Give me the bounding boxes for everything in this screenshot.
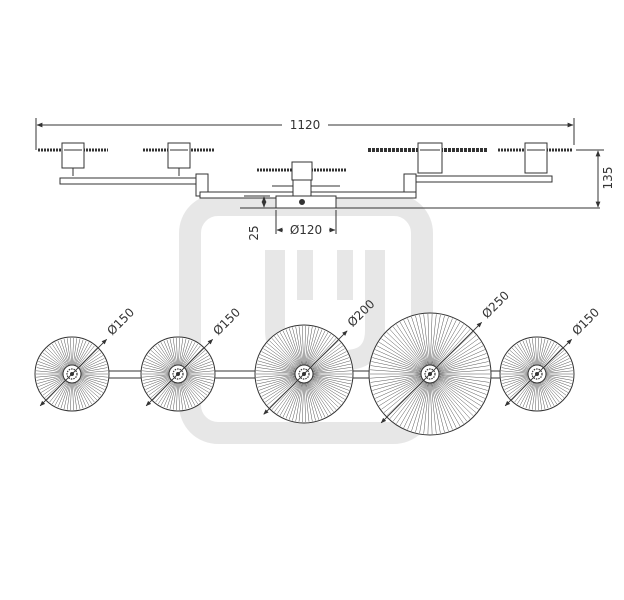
shade-diameter-label: Ø250 (479, 288, 512, 321)
side-shade-3 (257, 161, 347, 181)
shade-disc: Ø150 (499, 305, 602, 412)
shade-diameter-label: Ø150 (210, 305, 243, 338)
base-height-label: 25 (247, 225, 261, 240)
height-label: 135 (601, 167, 615, 190)
shade-diameter-label: Ø150 (569, 305, 602, 338)
side-shade-1 (38, 142, 108, 176)
diameter-leader-line (263, 330, 348, 415)
overall-width-label: 1120 (290, 118, 321, 132)
base-diameter-label: Ø120 (290, 223, 322, 237)
side-shade-2 (143, 142, 215, 176)
diameter-leader-line (504, 339, 572, 407)
side-shade-4 (368, 142, 488, 174)
side-view (35, 118, 604, 234)
diameter-leader-line (380, 322, 482, 424)
shade-disc: Ø250 (368, 288, 512, 436)
side-shade-5 (498, 142, 572, 174)
diameter-leader-line (39, 339, 107, 407)
shade-disc: Ø200 (254, 297, 378, 424)
shade-diameter-label: Ø150 (104, 305, 137, 338)
shade-disc: Ø150 (34, 305, 137, 412)
diameter-leader-line (145, 339, 213, 407)
